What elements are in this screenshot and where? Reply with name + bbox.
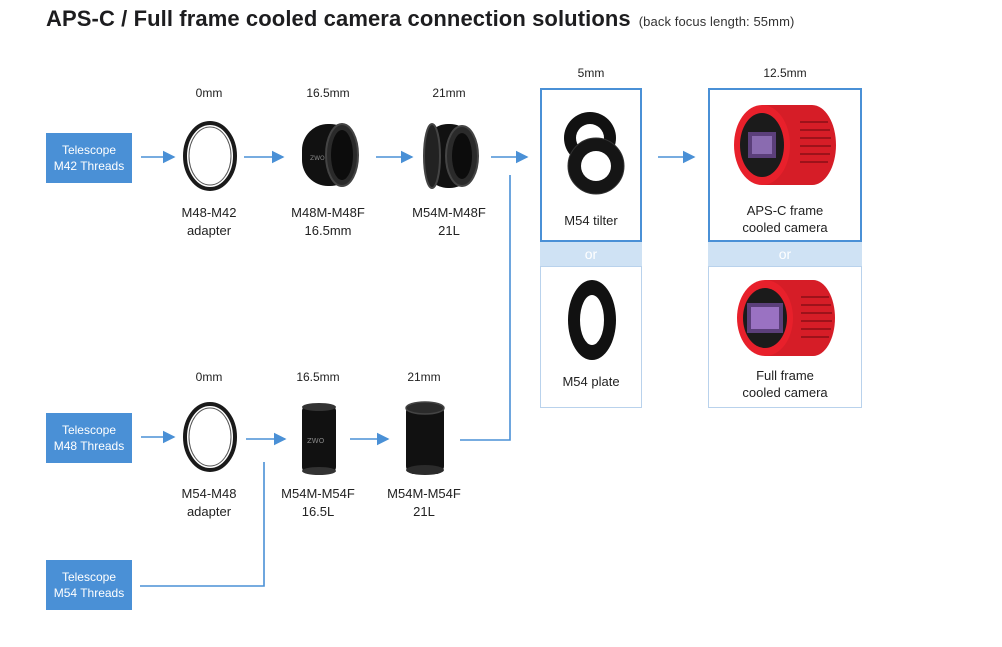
svg-text:ZWO: ZWO [307, 437, 325, 445]
row2-adapter-line2: adapter [186, 504, 232, 519]
telescope-m54-line1: Telescope [61, 570, 117, 584]
row2-adapter-label: M54-M48 adapter [154, 485, 264, 521]
telescope-m48-line2: M48 Threads [53, 439, 125, 453]
row1-extension-line2: 16.5mm [304, 223, 352, 238]
connector-row2-to-tilter [460, 175, 511, 441]
tilter-icon [564, 112, 625, 195]
fullframe-camera-line2: cooled camera [742, 385, 828, 400]
row1-adapter-label: M48-M42 adapter [154, 204, 264, 240]
ring-adapter-icon [183, 121, 237, 191]
telescope-m42-line1: Telescope [61, 143, 117, 157]
row1-tube-line1: M54M-M48F [412, 205, 486, 220]
title-text: APS-C / Full frame cooled camera connect… [46, 6, 631, 31]
camera-mm: 12.5mm [763, 66, 807, 80]
tilter-label: M54 tilter [564, 213, 618, 228]
row1-adapter-mm: 0mm [195, 86, 223, 100]
ring-adapter-icon [183, 402, 237, 472]
apsc-camera-icon [734, 105, 836, 185]
telescope-m42-box: Telescope M42 Threads [46, 133, 132, 183]
tilter-mm: 5mm [577, 66, 605, 80]
row1-adapter-line1: M48-M42 [181, 205, 237, 220]
row2-extension-mm: 16.5mm [296, 370, 340, 384]
row1-extension-mm: 16.5mm [306, 86, 350, 100]
row2-tube-line2: 21L [413, 504, 435, 519]
extension-tube-icon: ZWO [302, 123, 359, 187]
telescope-m42-line2: M42 Threads [53, 159, 125, 173]
row1-tube-mm: 21mm [432, 86, 466, 100]
row2-extension-label: M54M-M54F 16.5L [263, 485, 373, 521]
row1-extension-line1: M48M-M48F [291, 205, 365, 220]
plate-box: M54 plate [540, 266, 642, 408]
telescope-m48-box: Telescope M48 Threads [46, 413, 132, 463]
telescope-m54-line2: M54 Threads [53, 586, 125, 600]
tube-21mm-icon [405, 401, 445, 475]
row2-extension-line1: M54M-M54F [281, 486, 355, 501]
connector-m54-telescope [140, 462, 265, 587]
extension-tube-icon: ZWO [302, 403, 336, 475]
row2-tube-line1: M54M-M54F [387, 486, 461, 501]
row1-tube-label: M54M-M48F 21L [394, 204, 504, 240]
svg-text:ZWO: ZWO [310, 155, 325, 162]
fullframe-camera-box: Full frame cooled camera [708, 266, 862, 408]
plate-label: M54 plate [562, 374, 620, 389]
row1-adapter-line2: adapter [186, 223, 232, 238]
fullframe-camera-label: Full frame cooled camera [709, 367, 861, 401]
row1-extension-label: M48M-M48F 16.5mm [273, 204, 383, 240]
camera-or-divider: or [708, 242, 862, 266]
row2-adapter-mm: 0mm [195, 370, 223, 384]
telescope-m48-line1: Telescope [61, 423, 117, 437]
apsc-camera-line2: cooled camera [742, 220, 828, 235]
row2-adapter-line1: M54-M48 [181, 486, 237, 501]
page-title: APS-C / Full frame cooled camera connect… [46, 6, 794, 32]
plate-icon [568, 280, 616, 360]
fullframe-camera-line1: Full frame [756, 368, 814, 383]
tilter-or-divider: or [540, 242, 642, 266]
row1-tube-line2: 21L [438, 223, 460, 238]
apsc-camera-line1: APS-C frame [746, 203, 824, 218]
row2-extension-line2: 16.5L [301, 504, 335, 519]
apsc-camera-box: APS-C frame cooled camera [708, 88, 862, 242]
row2-tube-mm: 21mm [407, 370, 441, 384]
subtitle: (back focus length: 55mm) [638, 14, 795, 29]
telescope-m54-box: Telescope M54 Threads [46, 560, 132, 610]
apsc-camera-label: APS-C frame cooled camera [710, 202, 860, 236]
row2-tube-label: M54M-M54F 21L [369, 485, 479, 521]
tube-21mm-icon [423, 123, 479, 189]
tilter-box: M54 tilter [540, 88, 642, 242]
fullframe-camera-icon [737, 280, 835, 356]
